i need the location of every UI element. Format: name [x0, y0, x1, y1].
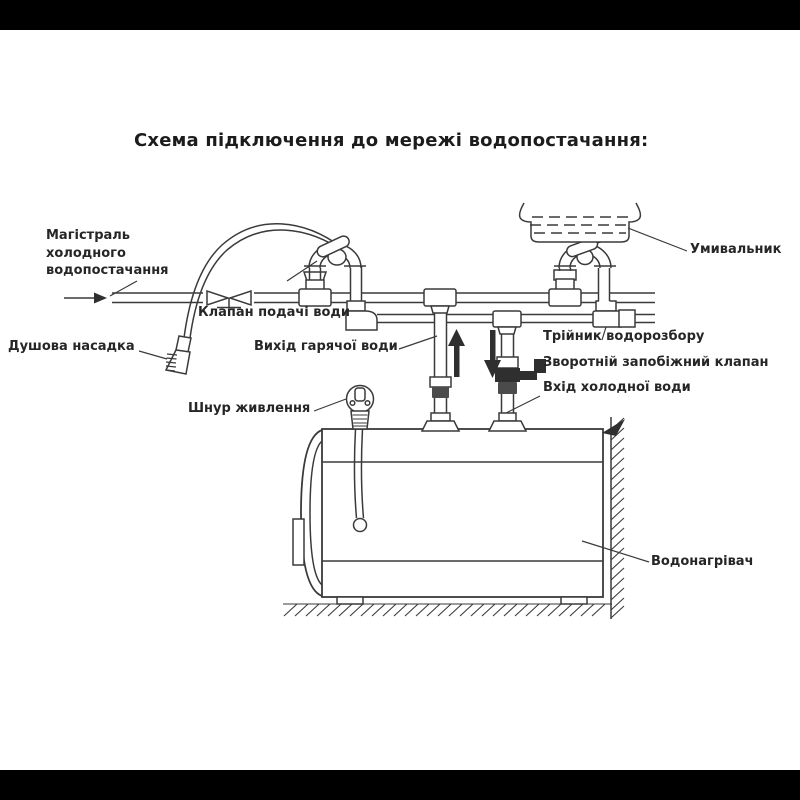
label-cold-inlet: Вхід холодної води [543, 380, 691, 395]
label-distribution-tee: Трійник водорозбору [543, 329, 705, 344]
leader-left-mixer [286, 260, 318, 282]
letterbox-top [0, 0, 800, 30]
flow-arrow-down [484, 330, 501, 378]
leader-cold-main [109, 280, 138, 297]
diagram-title: Схема підключення до мережі водопостачан… [134, 130, 649, 151]
hot-outlet-pipe [420, 306, 461, 432]
label-hot-outlet: Вихід гарячої води [254, 339, 398, 354]
tank-flange-hot [420, 420, 461, 432]
tee-cold-inlet [492, 310, 522, 335]
label-shower-head: Душова насадка [8, 339, 135, 354]
ground-hatching [283, 603, 612, 617]
tee-right-mixer [548, 269, 582, 307]
wall-anchor [602, 419, 625, 436]
water-heater-tank [292, 428, 604, 605]
pipe-coupling [618, 309, 636, 328]
leader-power-cord [313, 398, 347, 412]
shower-head [164, 335, 192, 375]
wall-hatching [602, 417, 625, 619]
cord-end [352, 517, 368, 533]
label-water-heater: Водонагрівач [651, 554, 754, 569]
letterbox-bottom [0, 770, 800, 800]
leader-lines [109, 227, 688, 563]
tee-hot-outlet [423, 288, 457, 314]
leader-cold-inlet [505, 395, 541, 414]
cold-inlet-pipe [487, 327, 546, 432]
leader-water-heater [581, 540, 650, 563]
leader-distribution-tee [601, 326, 607, 341]
leader-hot-outlet [398, 335, 438, 350]
tank-side-bracket [292, 518, 305, 566]
flow-arrow-up [448, 329, 465, 377]
tank-foot-left [336, 596, 364, 605]
tank-foot-right [560, 596, 588, 605]
label-check-valve: Зворотній запобіжний клапан [543, 355, 769, 370]
washbasin [518, 202, 642, 243]
power-cord [352, 428, 368, 533]
label-washbasin: Умивальник [690, 242, 782, 257]
leader-washbasin [627, 227, 688, 252]
label-power-cord: Шнур живлення [188, 401, 311, 416]
check-safety-valve [495, 359, 546, 382]
mixer-lever [316, 235, 350, 258]
label-cold-main: Магістраль холодного водопостачання [46, 228, 169, 278]
tank-flange-cold [487, 420, 528, 432]
label-supply-valve: Клапан подачі води [198, 305, 351, 320]
inlet-flow-arrow [64, 292, 107, 304]
leader-shower-head [138, 350, 168, 360]
elbow-fitting [345, 310, 378, 331]
supply-valve [203, 289, 254, 309]
power-plug [345, 384, 375, 430]
left-mixer-tap [304, 235, 378, 331]
tee-left-mixer [298, 271, 332, 307]
union-nut [429, 376, 452, 388]
